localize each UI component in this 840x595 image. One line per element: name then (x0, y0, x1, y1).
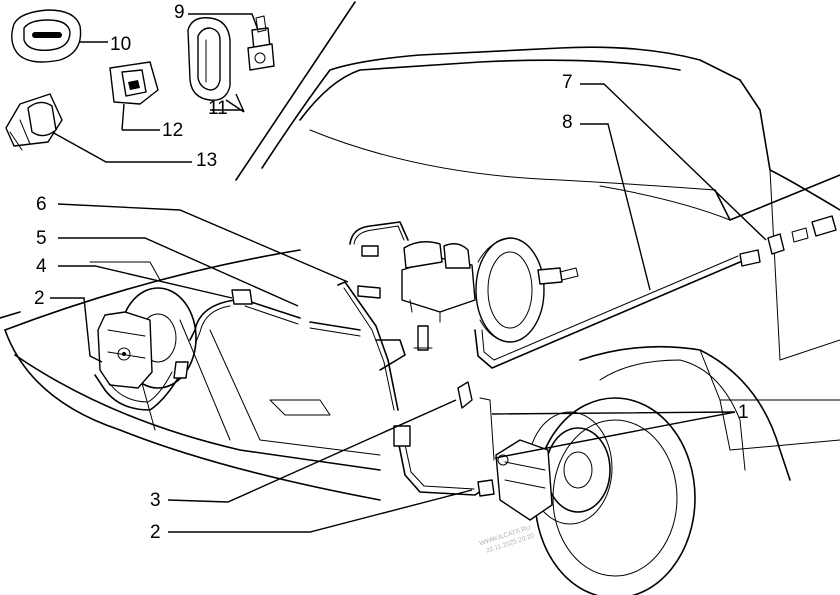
callout-5: 5 (36, 228, 47, 249)
part-grommet-10 (11, 9, 82, 63)
callout-2-left: 2 (34, 288, 45, 309)
master-cylinder (401, 241, 476, 351)
callout-10: 10 (110, 34, 131, 55)
leader-lines (50, 13, 767, 533)
front-wheel (495, 397, 696, 595)
part-clip-9 (247, 15, 275, 71)
part-grommet-11 (187, 17, 231, 101)
callout-11: 11 (208, 98, 228, 119)
callout-4: 4 (36, 256, 47, 277)
callout-7: 7 (562, 72, 573, 93)
watermark: WWW.ILCATS.RU 22.11.2025 20:20 (479, 524, 536, 555)
callout-13: 13 (196, 150, 217, 171)
part-clip-12 (109, 61, 159, 105)
callout-3: 3 (150, 490, 161, 511)
hose-fittings (767, 215, 837, 255)
brake-lines (94, 221, 761, 497)
callout-6: 6 (36, 194, 47, 215)
callout-12: 12 (162, 120, 183, 141)
left-brake-caliper (97, 287, 197, 389)
callout-8: 8 (562, 112, 573, 133)
brake-booster (475, 237, 579, 343)
callout-labels: 9 10 11 12 13 7 8 6 5 4 2 1 3 2 (34, 2, 749, 543)
callout-1: 1 (738, 402, 749, 423)
callout-9: 9 (174, 2, 185, 23)
callout-2-bottom: 2 (150, 522, 161, 543)
part-clip-13 (5, 93, 63, 151)
